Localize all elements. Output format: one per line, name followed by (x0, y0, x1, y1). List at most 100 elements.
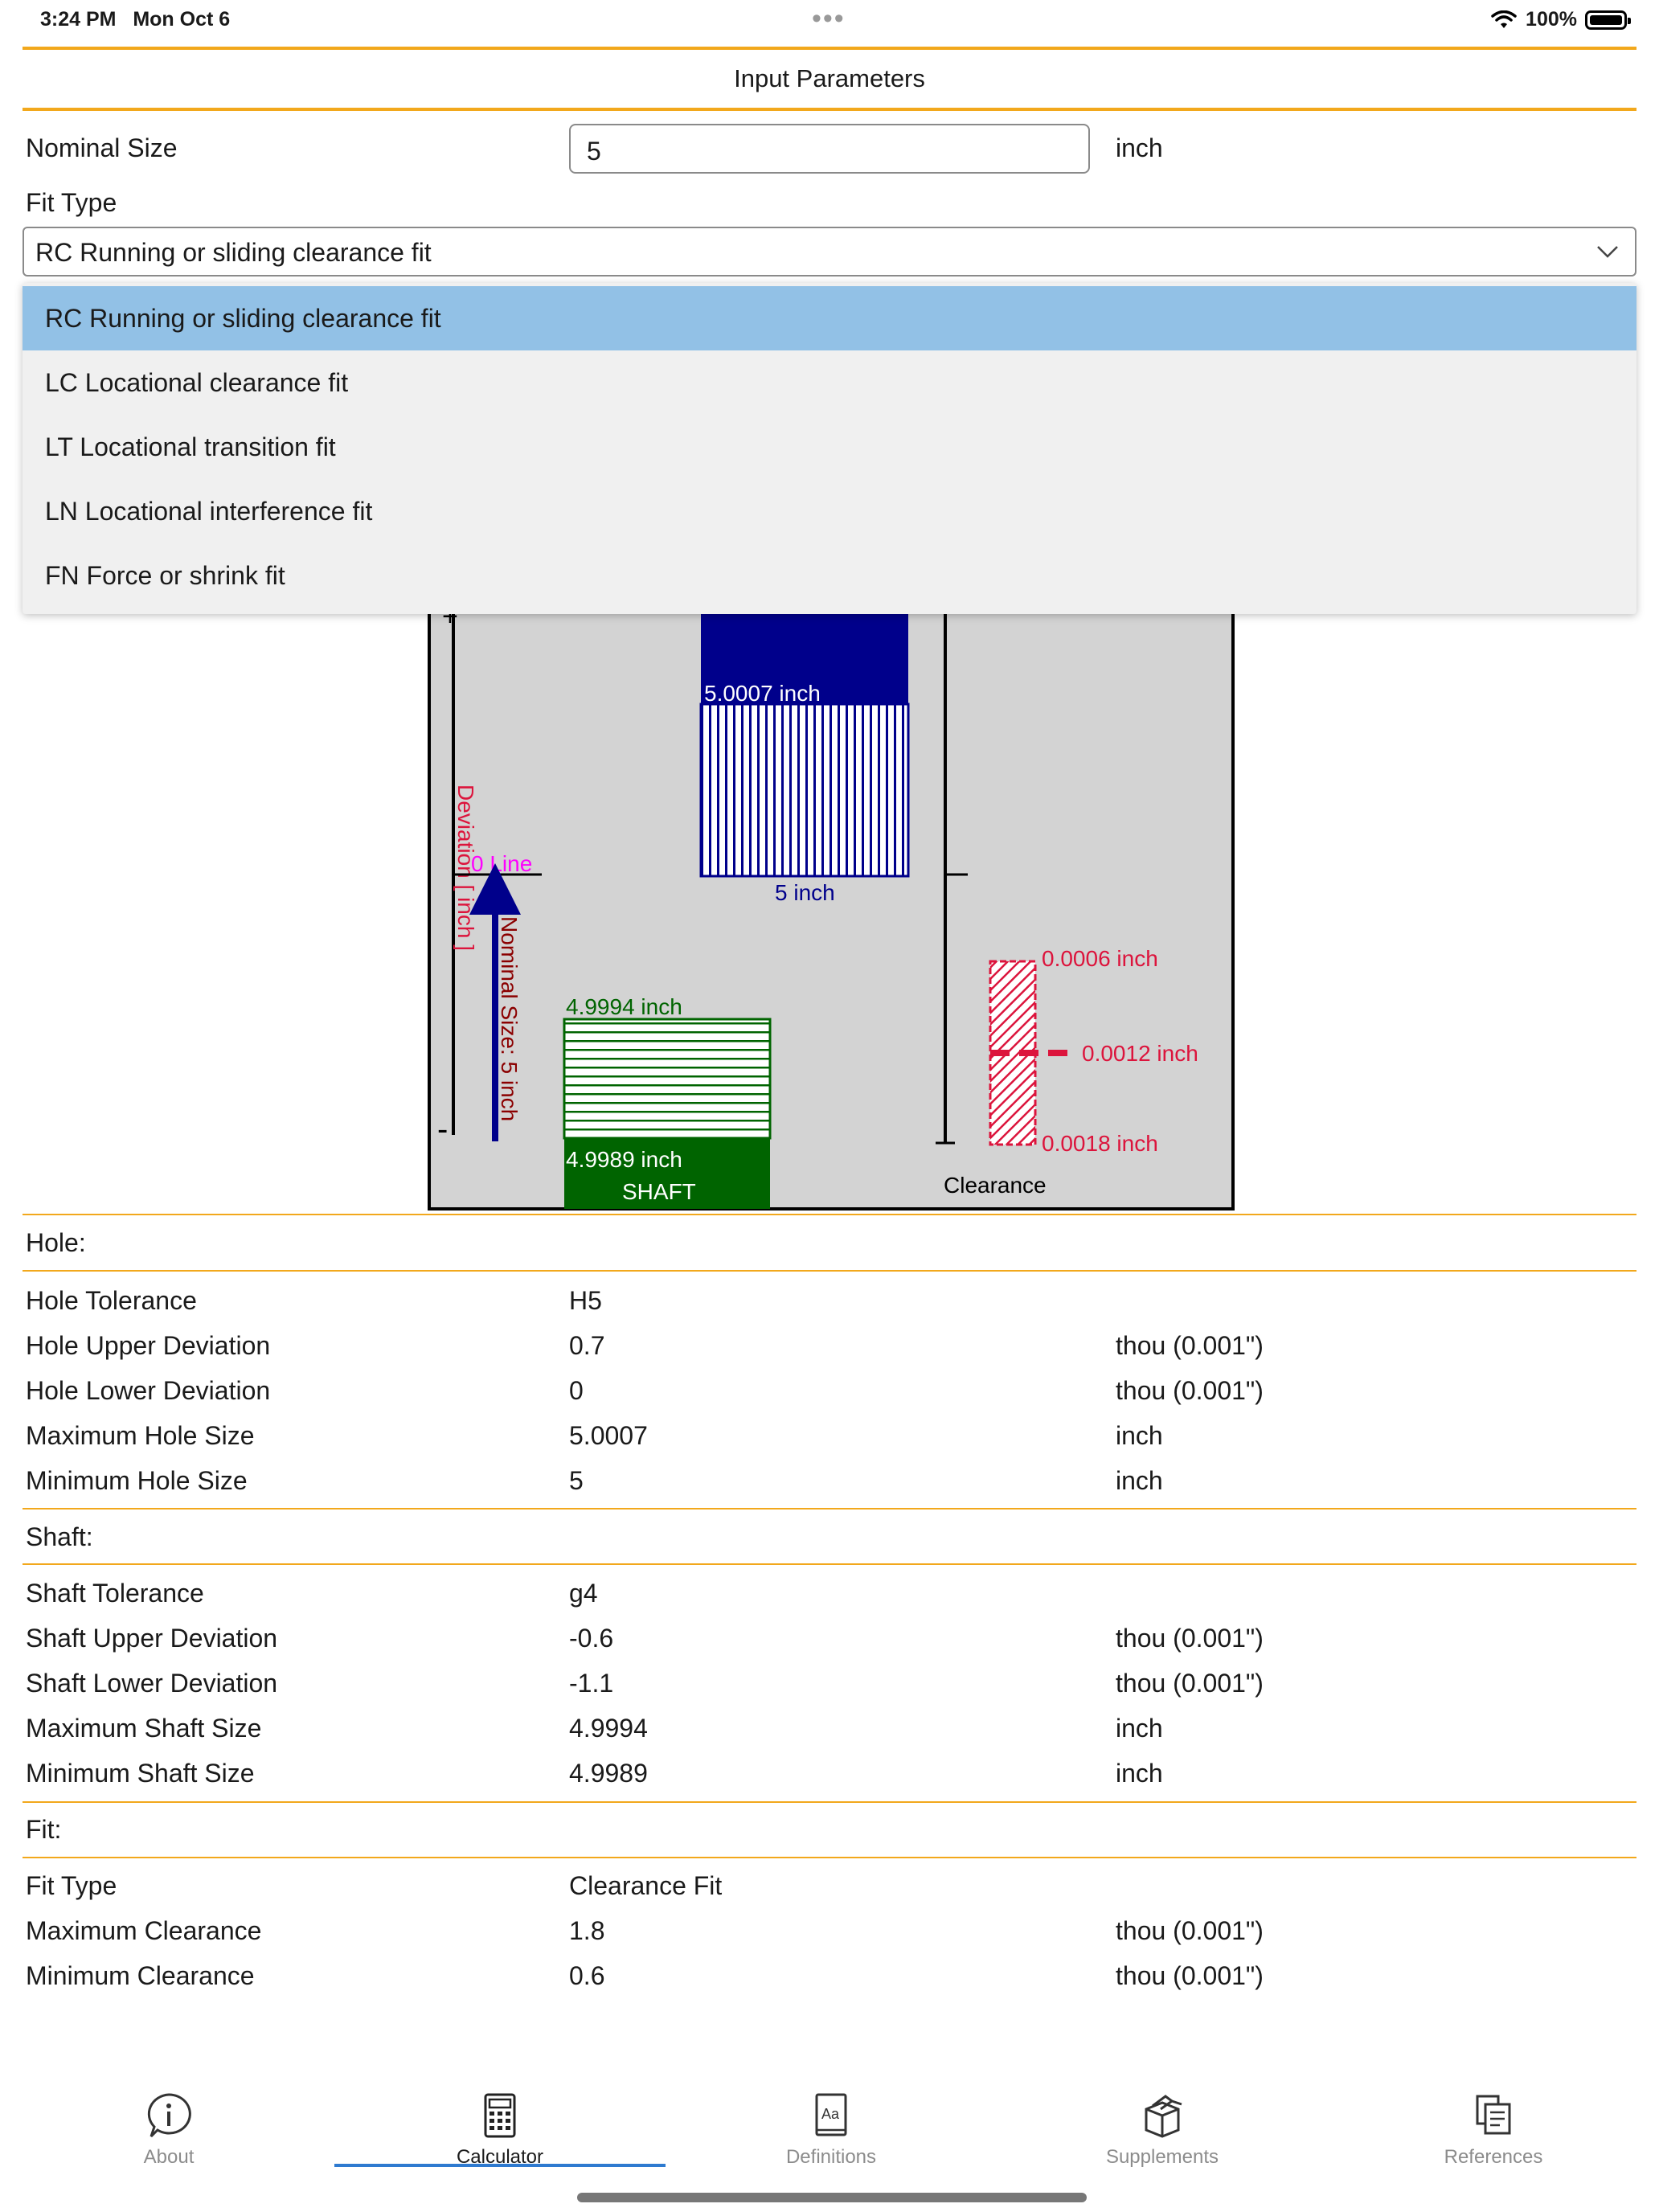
divider (23, 1214, 1636, 1215)
hole-solid-block (701, 614, 908, 715)
dictionary-icon: Aa (815, 2093, 847, 2136)
tab-supplements-label: Supplements (1105, 2146, 1219, 2168)
nominal-size-input[interactable]: 5 (569, 124, 1090, 174)
tab-calculator[interactable]: Calculator (334, 2074, 666, 2170)
fit-type-select[interactable]: RC Running or sliding clearance fit (23, 227, 1636, 276)
clearance-label: Clearance (944, 1173, 1047, 1198)
box-icon (1145, 2095, 1182, 2138)
battery-percent: 100% (1526, 8, 1577, 31)
divider (23, 47, 1636, 50)
max-shaft-size-unit: inch (1116, 1714, 1163, 1743)
hole-lower-deviation-value: 0 (569, 1376, 584, 1405)
nominal-size-arrow-label: Nominal Size: 5 inch (497, 916, 522, 1121)
tab-definitions[interactable]: Aa Definitions (666, 2074, 997, 2170)
tab-references[interactable]: References (1328, 2074, 1659, 2170)
shaft-upper-deviation-unit: thou (0.001") (1116, 1624, 1264, 1653)
info-icon (147, 2093, 191, 2138)
tab-about[interactable]: About (3, 2074, 334, 2170)
max-clearance-label: Maximum Clearance (26, 1916, 262, 1945)
shaft-label: SHAFT (622, 1179, 696, 1204)
max-clearance-unit: thou (0.001") (1116, 1916, 1264, 1945)
min-hole-size-unit: inch (1116, 1466, 1163, 1495)
hole-tolerance-value: H5 (569, 1286, 602, 1315)
svg-text:Aa: Aa (821, 2106, 840, 2122)
nominal-size-unit: inch (1116, 133, 1163, 162)
tab-about-label: About (143, 2146, 195, 2168)
clearance-min-label: 0.0006 inch (1042, 946, 1158, 971)
min-clearance-label: Minimum Clearance (26, 1961, 255, 1990)
active-tab-indicator (334, 2164, 666, 2167)
divider (23, 1508, 1636, 1509)
shaft-section-title: Shaft: (26, 1522, 93, 1551)
hole-upper-deviation-label: Hole Upper Deviation (26, 1331, 271, 1360)
min-shaft-size-value: 4.9989 (569, 1759, 648, 1788)
minus-sign: - (437, 1112, 448, 1147)
section-title-input: Input Parameters (734, 64, 925, 92)
fit-section-title: Fit: (26, 1815, 62, 1844)
max-hole-size-value: 5.0007 (569, 1421, 648, 1450)
shaft-lower-deviation-label: Shaft Lower Deviation (26, 1669, 278, 1698)
clearance-max-label: 0.0018 inch (1042, 1131, 1158, 1156)
tab-references-label: References (1444, 2146, 1543, 2168)
shaft-lower-deviation-value: -1.1 (569, 1669, 614, 1698)
hole-tolerance-label: Hole Tolerance (26, 1286, 197, 1315)
min-clearance-unit: thou (0.001") (1116, 1961, 1264, 1990)
tab-definitions-label: Definitions (785, 2146, 877, 2168)
fit-type-label: Fit Type (26, 188, 117, 217)
divider (23, 1270, 1636, 1272)
max-shaft-size-label: Maximum Shaft Size (26, 1714, 262, 1743)
hole-upper-deviation-unit: thou (0.001") (1116, 1331, 1264, 1360)
fit-type-selected-value: RC Running or sliding clearance fit (35, 238, 432, 267)
shaft-tolerance-value: g4 (569, 1579, 598, 1608)
dropdown-option-ln[interactable]: LN Locational interference fit (45, 497, 373, 526)
shaft-upper-deviation-value: -0.6 (569, 1624, 614, 1653)
hole-lower-deviation-unit: thou (0.001") (1116, 1376, 1264, 1405)
dropdown-option-rc[interactable]: RC Running or sliding clearance fit (23, 286, 1636, 350)
shaft-tolerance-label: Shaft Tolerance (26, 1579, 204, 1608)
max-clearance-value: 1.8 (569, 1916, 605, 1945)
fit-type-dropdown: RC Running or sliding clearance fit LC L… (23, 283, 1636, 614)
min-shaft-size-label: Minimum Shaft Size (26, 1759, 255, 1788)
min-hole-size-value: 5 (569, 1466, 584, 1495)
dropdown-option-fn[interactable]: FN Force or shrink fit (45, 561, 285, 590)
hole-min-label: 5 inch (775, 880, 835, 905)
max-hole-size-label: Maximum Hole Size (26, 1421, 255, 1450)
documents-icon (1476, 2095, 1511, 2135)
status-time: 3:24 PM Mon Oct 6 (40, 8, 231, 31)
shaft-max-label: 4.9994 inch (566, 994, 682, 1019)
shaft-solid-block (564, 1138, 770, 1209)
chevron-down-icon (1597, 246, 1618, 258)
max-shaft-size-value: 4.9994 (569, 1714, 648, 1743)
tab-bar: About Calculator Aa Definitions (0, 2074, 1659, 2170)
multitasking-dots-icon[interactable]: ••• (812, 3, 846, 34)
shaft-min-label: 4.9989 inch (566, 1147, 682, 1172)
hole-lower-deviation-label: Hole Lower Deviation (26, 1376, 271, 1405)
hole-tolerance-zone (699, 703, 910, 878)
nominal-size-label: Nominal Size (26, 133, 178, 162)
shaft-upper-deviation-label: Shaft Upper Deviation (26, 1624, 278, 1653)
min-shaft-size-unit: inch (1116, 1759, 1163, 1788)
divider (23, 1857, 1636, 1858)
fit-type-result-value: Clearance Fit (569, 1871, 723, 1900)
home-indicator[interactable] (577, 2193, 1087, 2202)
hole-section-title: Hole: (26, 1228, 86, 1257)
status-indicators: 100% (1490, 8, 1631, 31)
divider (23, 1801, 1636, 1803)
calculator-icon (484, 2093, 516, 2138)
divider (23, 108, 1636, 111)
min-hole-size-label: Minimum Hole Size (26, 1466, 248, 1495)
clearance-mid-label: 0.0012 inch (1082, 1041, 1198, 1066)
max-hole-size-unit: inch (1116, 1421, 1163, 1450)
shaft-tolerance-zone (563, 1018, 772, 1140)
fit-type-result-label: Fit Type (26, 1871, 117, 1900)
zero-line-label: 0 Line (471, 851, 532, 876)
wifi-icon (1491, 10, 1517, 28)
dropdown-option-lt[interactable]: LT Locational transition fit (45, 432, 336, 461)
battery-icon (1585, 10, 1631, 30)
hole-max-label: 5.0007 inch (704, 681, 821, 706)
min-clearance-value: 0.6 (569, 1961, 605, 1990)
dropdown-option-lc[interactable]: LC Locational clearance fit (45, 368, 349, 397)
hole-upper-deviation-value: 0.7 (569, 1331, 605, 1360)
tab-supplements[interactable]: Supplements (997, 2074, 1328, 2170)
tolerance-diagram: + - Deviation [ inch ] 0 Line Nominal Si… (428, 563, 1235, 1210)
